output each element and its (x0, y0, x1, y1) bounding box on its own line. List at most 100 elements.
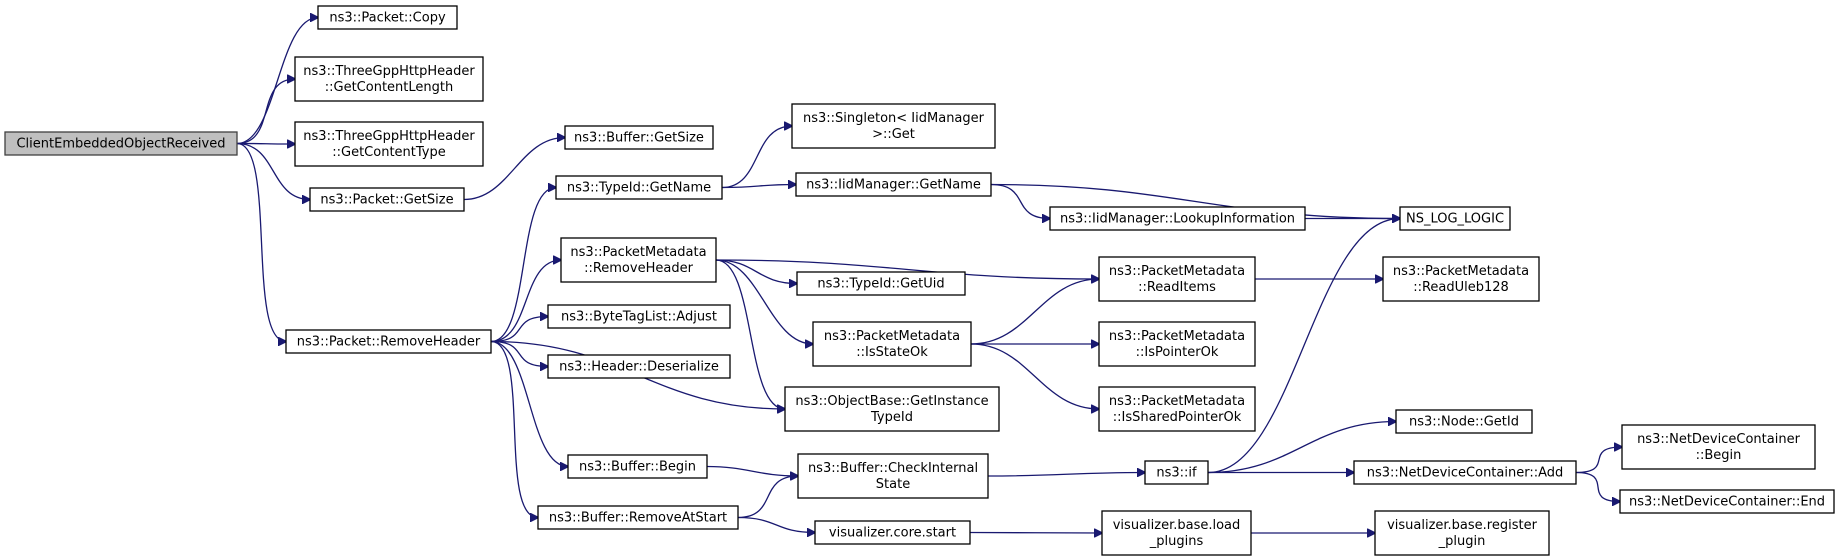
node-visualizer-base-register-plugin[interactable]: visualizer.base.register_plugin (1374, 510, 1550, 556)
edge-line (715, 259, 813, 344)
node-box (1098, 256, 1256, 302)
node-label: ::GetContentType (332, 145, 446, 160)
node-ns3-node-getid[interactable]: ns3::Node::GetId (1395, 409, 1533, 434)
node-clientembeddedobjectreceived: ClientEmbeddedObjectReceived (4, 131, 238, 156)
node-ns3-threegpphttpheader-getcontenttype[interactable]: ns3::ThreeGppHttpHeader::GetContentType (294, 121, 484, 167)
node-label: ns3::ThreeGppHttpHeader (303, 129, 475, 144)
node-label: _plugin (1438, 534, 1486, 549)
node-ns3-threegpphttpheader-getcontentlength[interactable]: ns3::ThreeGppHttpHeader::GetContentLengt… (294, 56, 484, 102)
node-box (791, 103, 996, 149)
node-visualizer-base-load-plugins[interactable]: visualizer.base.load_plugins (1101, 510, 1252, 556)
node-ns3-if[interactable]: ns3::if (1144, 460, 1209, 485)
node-label: visualizer.base.load (1113, 518, 1241, 533)
node-label: State (876, 477, 910, 492)
edge-line (990, 183, 1050, 219)
node-ns3-packet-copy[interactable]: ns3::Packet::Copy (317, 5, 458, 30)
node-label: ns3::NetDeviceContainer::End (1629, 495, 1825, 510)
node-box (560, 237, 717, 283)
edge-ns3-buffer-removeatstart-to-visualizer-core-start (737, 516, 815, 533)
node-box (1619, 489, 1835, 514)
edge-ns3-buffer-removeatstart-to-ns3-buffer-checkinternalstate (737, 476, 798, 519)
node-ns3-iidmanager-getname[interactable]: ns3::IidManager::GetName (795, 172, 992, 197)
edge-ns3-netdevicecontainer-add-to-ns3-netdevicecontainer-begin (1575, 447, 1622, 474)
edge-ns3-packet-removeheader-to-ns3-header-deserialize (490, 340, 548, 367)
node-ns3-packetmetadata-issharedpointerok[interactable]: ns3::PacketMetadata::IsSharedPointerOk (1098, 386, 1256, 432)
node-box (797, 453, 989, 499)
node-ns-log-logic[interactable]: NS_LOG_LOGIC (1399, 206, 1511, 231)
edge-ns3-typeid-getname-to-ns3-singleton-iidmanager-get (721, 126, 792, 189)
node-box (1621, 424, 1816, 470)
node-ns3-iidmanager-lookupinformation[interactable]: ns3::IidManager::LookupInformation (1049, 206, 1306, 231)
node-label: ::Begin (1696, 448, 1742, 463)
node-box (564, 125, 714, 150)
node-ns3-netdevicecontainer-end[interactable]: ns3::NetDeviceContainer::End (1619, 489, 1835, 514)
edge-ns3-iidmanager-getname-to-ns3-iidmanager-lookupinformation (990, 183, 1050, 219)
node-box (1382, 256, 1540, 302)
node-label: ns3::IidManager::GetName (806, 178, 981, 193)
node-label: ns3::PacketMetadata (1109, 264, 1245, 279)
node-label: ns3::Buffer::Begin (579, 460, 696, 475)
node-ns3-buffer-removeatstart[interactable]: ns3::Buffer::RemoveAtStart (537, 505, 739, 530)
node-ns3-buffer-getsize[interactable]: ns3::Buffer::GetSize (564, 125, 714, 150)
node-ns3-netdevicecontainer-add[interactable]: ns3::NetDeviceContainer::Add (1353, 460, 1577, 485)
edge-line (737, 516, 815, 533)
node-label: ns3::PacketMetadata (1109, 329, 1245, 344)
node-label: ::ReadUleb128 (1413, 280, 1509, 295)
node-ns3-packet-getsize[interactable]: ns3::Packet::GetSize (309, 187, 465, 212)
edge-line (490, 340, 548, 367)
node-label: ns3::NetDeviceContainer::Add (1367, 466, 1564, 481)
node-label: ns3::Packet::GetSize (320, 193, 453, 208)
node-box (812, 321, 972, 367)
edge-line (236, 142, 286, 342)
node-box (294, 121, 484, 167)
node-label: ns3::Buffer::CheckInternal (808, 461, 978, 476)
edge-line (490, 340, 538, 518)
edge-ns3-if-to-ns-log-logic (1207, 219, 1400, 474)
node-box (1098, 321, 1256, 367)
node-label: ns3::ObjectBase::GetInstance (795, 394, 988, 409)
node-ns3-buffer-begin[interactable]: ns3::Buffer::Begin (567, 454, 708, 479)
node-ns3-header-deserialize[interactable]: ns3::Header::Deserialize (547, 354, 731, 379)
node-ns3-packetmetadata-ispointerok[interactable]: ns3::PacketMetadata::IsPointerOk (1098, 321, 1256, 367)
node-label: ns3::IidManager::LookupInformation (1060, 212, 1295, 227)
edge-line (706, 465, 798, 477)
node-label: ns3::TypeId::GetUid (817, 277, 944, 292)
node-ns3-packetmetadata-readuleb128[interactable]: ns3::PacketMetadata::ReadUleb128 (1382, 256, 1540, 302)
edge-ns3-packetmetadata-isstateok-to-ns3-packetmetadata-issharedpointerok (970, 343, 1099, 409)
node-visualizer-core-start[interactable]: visualizer.core.start (814, 520, 971, 545)
node-ns3-packetmetadata-removeheader[interactable]: ns3::PacketMetadata::RemoveHeader (560, 237, 717, 283)
node-label: ns3::ByteTagList::Adjust (561, 310, 717, 325)
edge-line (990, 183, 1400, 219)
edge-ns3-if-to-ns3-node-getid (1207, 422, 1396, 474)
node-label: ns3::NetDeviceContainer (1637, 432, 1801, 447)
node-box (1049, 206, 1306, 231)
call-nodes: ClientEmbeddedObjectReceivedns3::Packet:… (4, 5, 1835, 556)
edge-line (715, 259, 1099, 279)
edge-line (236, 142, 310, 200)
node-ns3-netdevicecontainer-begin[interactable]: ns3::NetDeviceContainer::Begin (1621, 424, 1816, 470)
node-ns3-packetmetadata-readitems[interactable]: ns3::PacketMetadata::ReadItems (1098, 256, 1256, 302)
node-box (547, 304, 731, 329)
edge-ns3-packet-removeheader-to-ns3-bytetaglist-adjust (490, 317, 548, 343)
node-box (1101, 510, 1252, 556)
node-box (4, 131, 238, 156)
node-box (1374, 510, 1550, 556)
node-ns3-packetmetadata-isstateok[interactable]: ns3::PacketMetadata::IsStateOk (812, 321, 972, 367)
node-label: ns3::Node::GetId (1409, 415, 1519, 430)
edge-clientembeddedobjectreceived-to-ns3-threegpphttpheader-getcontenttype (236, 144, 295, 145)
node-ns3-bytetaglist-adjust[interactable]: ns3::ByteTagList::Adjust (547, 304, 731, 329)
node-ns3-typeid-getuid[interactable]: ns3::TypeId::GetUid (796, 271, 966, 296)
edge-line (715, 259, 797, 284)
edge-line (490, 260, 561, 343)
node-ns3-packet-removeheader[interactable]: ns3::Packet::RemoveHeader (285, 329, 492, 354)
node-label: ns3::Buffer::GetSize (574, 131, 704, 146)
edge-line (463, 138, 565, 201)
node-ns3-typeid-getname[interactable]: ns3::TypeId::GetName (555, 175, 723, 200)
node-label: ns3::if (1156, 466, 1197, 481)
node-box (285, 329, 492, 354)
node-box (814, 520, 971, 545)
node-ns3-singleton-iidmanager-get[interactable]: ns3::Singleton< IidManager>::Get (791, 103, 996, 149)
edge-line (236, 79, 295, 145)
